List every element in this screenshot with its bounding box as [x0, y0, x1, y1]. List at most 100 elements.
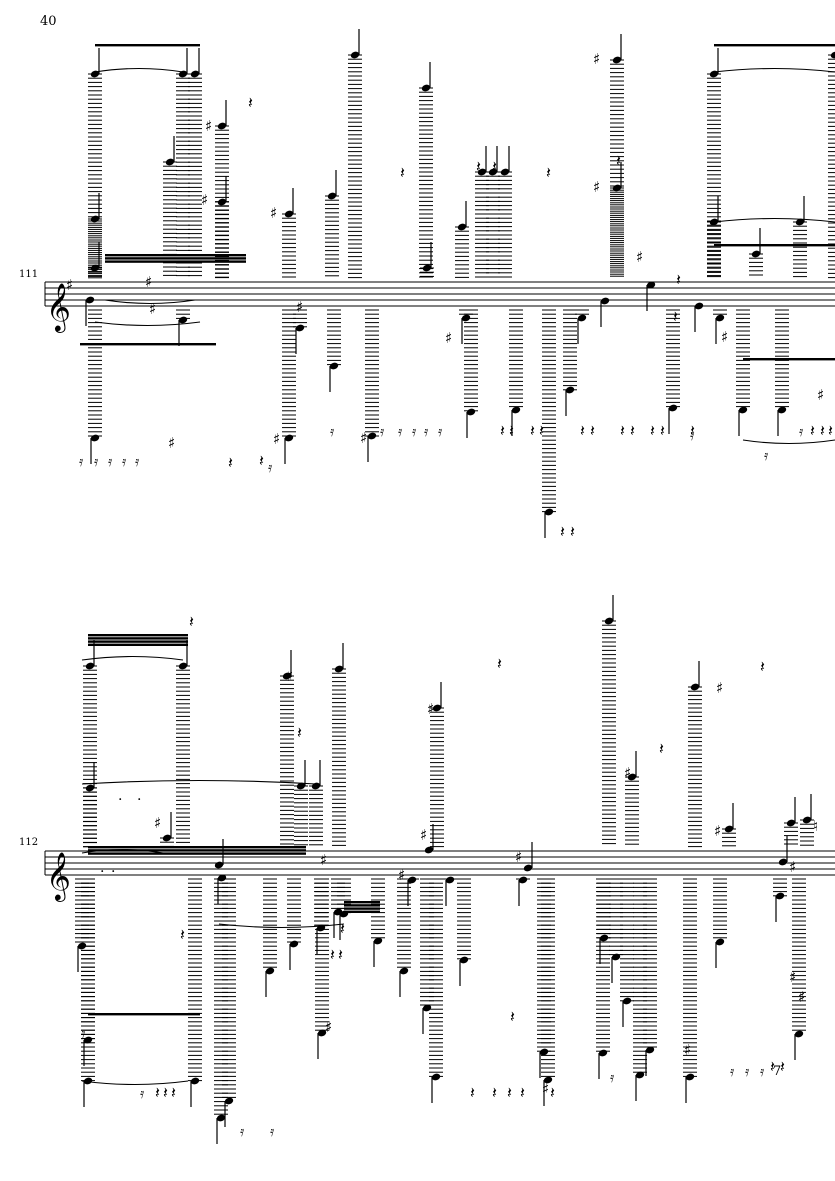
sharp-accidental: ♯ — [427, 700, 434, 718]
notehead — [289, 940, 299, 948]
natural-accidental: ♮ — [813, 817, 818, 835]
sixteenth-rest: 𝄿 — [424, 424, 429, 440]
sixteenth-rest: 𝄿 — [610, 1070, 615, 1086]
quarter-rest: 𝄽 — [539, 421, 544, 440]
quarter-rest: 𝄽 — [673, 307, 678, 326]
notehead — [775, 892, 785, 900]
sharp-accidental: ♯ — [789, 968, 796, 986]
sharp-accidental: ♯ — [320, 851, 327, 869]
beam — [344, 907, 380, 910]
sharp-accidental: ♯ — [515, 848, 522, 866]
sixteenth-rest: 𝄿 — [81, 1026, 86, 1042]
notehead — [794, 1030, 804, 1038]
notehead — [350, 51, 360, 59]
sharp-accidental: ♯ — [721, 328, 728, 346]
notehead — [284, 434, 294, 442]
notehead — [598, 1049, 608, 1057]
sixteenth-rest: 𝄿 — [268, 460, 273, 476]
notehead — [786, 819, 796, 827]
tie — [713, 217, 835, 223]
sixteenth-rest: 𝄿 — [240, 1124, 245, 1140]
sharp-accidental: ♯ — [593, 178, 600, 196]
quarter-rest: 𝄽 — [509, 421, 514, 440]
treble-clef: 𝄞 — [46, 282, 71, 333]
notehead — [190, 70, 200, 78]
notehead — [334, 665, 344, 673]
tie — [94, 67, 184, 73]
notehead — [317, 1029, 327, 1037]
sixteenth-rest: 𝄿 — [745, 1064, 750, 1080]
tie — [81, 848, 164, 854]
beam — [743, 358, 835, 361]
sixteenth-rest: 𝄿 — [108, 454, 113, 470]
quarter-rest: 𝄽 — [507, 1083, 512, 1102]
notehead — [178, 316, 188, 324]
sharp-accidental: ♯ — [636, 248, 643, 266]
quarter-rest: 𝄽 — [180, 925, 185, 944]
sharp-accidental: ♯ — [273, 430, 280, 448]
beam — [105, 254, 246, 257]
quarter-rest: 𝄽 — [510, 1007, 515, 1026]
augmentation-dot: . — [137, 788, 141, 804]
notehead — [90, 434, 100, 442]
notehead — [165, 158, 175, 166]
measure-number-112: 112 — [19, 837, 39, 848]
quarter-rest: 𝄽 — [228, 453, 233, 472]
notehead — [85, 662, 95, 670]
quarter-rest: 𝄽 — [163, 1083, 168, 1102]
sixteenth-rest: 𝄿 — [122, 454, 127, 470]
notehead — [90, 70, 100, 78]
quarter-rest: 𝄽 — [616, 151, 621, 170]
notehead — [445, 876, 455, 884]
sixteenth-rest: 𝄿 — [135, 454, 140, 470]
quarter-rest: 𝄽 — [492, 157, 497, 176]
sixteenth-rest: 𝄿 — [690, 428, 695, 444]
notehead — [500, 168, 510, 176]
sharp-accidental: ♯ — [360, 429, 367, 447]
beam — [88, 634, 188, 637]
quarter-rest: 𝄽 — [590, 421, 595, 440]
beam — [88, 852, 306, 855]
sharp-accidental: ♯ — [624, 764, 631, 782]
notehead — [178, 70, 188, 78]
notehead — [715, 314, 725, 322]
notehead — [751, 250, 761, 258]
notehead — [217, 198, 227, 206]
beam — [88, 849, 306, 852]
beam — [344, 910, 380, 913]
notehead — [461, 314, 471, 322]
sharp-accidental: ♯ — [270, 204, 277, 222]
quarter-rest: 𝄽 — [546, 163, 551, 182]
sharp-accidental: ♯ — [168, 434, 175, 452]
quarter-rest: 𝄽 — [810, 421, 815, 440]
notehead — [635, 1071, 645, 1079]
beam — [88, 637, 188, 640]
quarter-rest: 𝄽 — [650, 421, 655, 440]
quarter-rest: 𝄽 — [550, 1083, 555, 1102]
notehead — [627, 773, 637, 781]
beam — [344, 901, 380, 904]
sharp-accidental: ♯ — [286, 667, 293, 685]
notehead — [612, 184, 622, 192]
eighth-rest: 7 — [773, 1064, 781, 1079]
quarter-rest: 𝄽 — [760, 657, 765, 676]
sixteenth-rest: 𝄿 — [330, 424, 335, 440]
notehead — [459, 956, 469, 964]
tie — [104, 299, 196, 305]
sixteenth-rest: 𝄿 — [799, 424, 804, 440]
sixteenth-rest: 𝄿 — [438, 424, 443, 440]
notehead — [224, 1097, 234, 1105]
beam — [95, 44, 200, 47]
quarter-rest: 𝄽 — [470, 1083, 475, 1102]
notehead — [422, 1004, 432, 1012]
quarter-rest: 𝄽 — [620, 421, 625, 440]
sixteenth-rest: 𝄿 — [270, 1124, 275, 1140]
beam — [105, 257, 246, 260]
notehead — [543, 1076, 553, 1084]
quarter-rest: 𝄽 — [492, 1083, 497, 1102]
notehead — [90, 215, 100, 223]
tie — [713, 67, 835, 73]
notehead — [523, 864, 533, 872]
sharp-accidental: ♯ — [201, 191, 208, 209]
notehead — [282, 672, 292, 680]
